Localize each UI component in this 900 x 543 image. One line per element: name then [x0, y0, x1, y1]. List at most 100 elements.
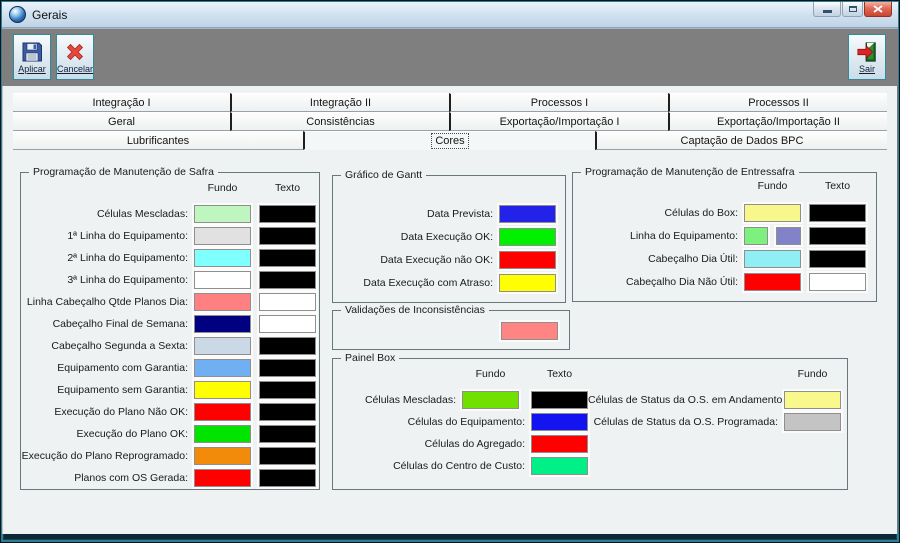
color-row: Cabeçalho Dia Não Útil:: [573, 270, 876, 293]
exit-button[interactable]: Sair: [848, 34, 886, 80]
texto-swatch[interactable]: [259, 381, 316, 399]
fundo-swatch[interactable]: [194, 227, 251, 245]
tab-processos-1[interactable]: Processos I: [449, 93, 668, 112]
cancel-button[interactable]: Cancelar: [56, 34, 94, 80]
color-row: 3ª Linha do Equipamento:: [21, 269, 319, 291]
texto-swatch[interactable]: [809, 203, 866, 222]
tab-geral[interactable]: Geral: [13, 112, 230, 131]
group-title: Validações de Inconsistências: [341, 304, 489, 317]
row-label: Execução do Plano Não OK:: [54, 406, 188, 418]
tab-processos-2[interactable]: Processos II: [668, 93, 887, 112]
texto-swatch[interactable]: [259, 447, 316, 465]
row-label: Execução do Plano OK:: [76, 428, 189, 440]
tab-lubrificantes[interactable]: Lubrificantes: [13, 131, 303, 150]
tab-label: Integração II: [309, 96, 372, 109]
cores-tab-content: Programação de Manutenção de Safra Fundo…: [3, 150, 897, 534]
row-label: Planos com OS Gerada:: [74, 472, 188, 484]
painel-left-rows: Células Mescladas: Células do Equipament…: [333, 389, 594, 477]
apply-button[interactable]: Aplicar: [13, 34, 51, 80]
fundo-swatch[interactable]: [531, 413, 588, 431]
fundo-swatch[interactable]: [194, 403, 251, 421]
fundo-swatch[interactable]: [194, 249, 251, 267]
fundo-swatch[interactable]: [501, 322, 558, 340]
row-label: Data Execução com Atraso:: [363, 276, 493, 289]
texto-swatch[interactable]: [809, 272, 866, 291]
exit-button-label: Sair: [858, 63, 875, 74]
texto-swatch[interactable]: [259, 315, 316, 333]
fundo-swatch[interactable]: [744, 203, 801, 222]
texto-swatch[interactable]: [259, 425, 316, 443]
fundo-header: Fundo: [207, 182, 238, 194]
color-row: Data Prevista:: [333, 202, 565, 225]
row-label: Equipamento com Garantia:: [57, 362, 188, 374]
texto-swatch[interactable]: [259, 359, 316, 377]
texto-swatch[interactable]: [259, 469, 316, 487]
fundo-swatch[interactable]: [194, 337, 251, 355]
fundo-swatch[interactable]: [194, 381, 251, 399]
color-row: Cabeçalho Segunda a Sexta:: [21, 335, 319, 357]
close-button[interactable]: [864, 2, 892, 17]
fundo-swatch[interactable]: [194, 271, 251, 289]
color-row: Planos com OS Gerada:: [21, 467, 319, 489]
fundo-swatch[interactable]: [499, 250, 556, 269]
texto-swatch[interactable]: [259, 403, 316, 421]
texto-swatch[interactable]: [809, 226, 866, 245]
texto-swatch[interactable]: [259, 249, 316, 267]
tab-strip: Integração I Integração II Processos I P…: [3, 86, 897, 150]
fundo-swatch[interactable]: [194, 293, 251, 311]
texto-swatch[interactable]: [259, 227, 316, 245]
fundo-swatch[interactable]: [194, 469, 251, 487]
fundo-swatch[interactable]: [784, 413, 841, 431]
color-row: Células do Equipamento:: [333, 411, 594, 433]
texto-swatch[interactable]: [531, 391, 588, 409]
fundo-swatch[interactable]: [744, 272, 801, 291]
fundo-swatch[interactable]: [462, 391, 519, 409]
minimize-button[interactable]: [813, 2, 841, 17]
painel-right: Fundo Células de Status da O.S. em Andam…: [588, 359, 841, 433]
row-label: Data Execução não OK:: [380, 253, 493, 266]
fundo-swatch[interactable]: [499, 204, 556, 223]
fundo-swatch[interactable]: [194, 359, 251, 377]
tab-captacao-dados-bpc[interactable]: Captação de Dados BPC: [595, 131, 887, 150]
fundo-swatch[interactable]: [531, 457, 588, 475]
texto-swatch[interactable]: [809, 249, 866, 268]
texto-swatch[interactable]: [259, 293, 316, 311]
color-row: 1ª Linha do Equipamento:: [21, 225, 319, 247]
column-headers: Fundo Texto: [333, 367, 594, 381]
color-row: [333, 319, 569, 343]
color-row: Células Mescladas:: [333, 389, 594, 411]
texto-swatch[interactable]: [259, 271, 316, 289]
color-row: Data Execução OK:: [333, 225, 565, 248]
tab-exportacao-importacao-1[interactable]: Exportação/Importação I: [449, 112, 668, 131]
fundo-swatch-2[interactable]: [776, 226, 801, 245]
tab-cores[interactable]: Cores: [303, 131, 595, 150]
fundo-swatch[interactable]: [499, 273, 556, 292]
floppy-disk-icon: [22, 42, 42, 61]
tab-integracao-1[interactable]: Integração I: [13, 93, 230, 112]
texto-swatch[interactable]: [259, 205, 316, 223]
fundo-swatch[interactable]: [744, 226, 768, 245]
safra-rows: Células Mescladas: 1ª Linha do Equipamen…: [21, 203, 319, 489]
fundo-swatch[interactable]: [499, 227, 556, 246]
tab-label: Consistências: [306, 115, 375, 128]
row-label: Células do Box:: [664, 206, 738, 219]
row-label: Cabeçalho Final de Semana:: [52, 318, 188, 330]
tab-integracao-2[interactable]: Integração II: [230, 93, 449, 112]
tab-exportacao-importacao-2[interactable]: Exportação/Importação II: [668, 112, 887, 131]
tab-consistencias[interactable]: Consistências: [230, 112, 449, 131]
fundo-swatch[interactable]: [744, 249, 801, 268]
row-label: Execução do Plano Reprogramado:: [21, 450, 188, 462]
fundo-swatch[interactable]: [531, 435, 588, 453]
color-row: Equipamento sem Garantia:: [21, 379, 319, 401]
fundo-swatch[interactable]: [194, 447, 251, 465]
texto-header: Texto: [824, 180, 851, 192]
window-controls: [813, 2, 892, 17]
fundo-swatch[interactable]: [194, 205, 251, 223]
fundo-swatch[interactable]: [194, 315, 251, 333]
maximize-icon: [848, 6, 857, 12]
texto-swatch[interactable]: [259, 337, 316, 355]
maximize-button[interactable]: [842, 2, 863, 17]
color-row: Células do Centro de Custo:: [333, 455, 594, 477]
fundo-swatch[interactable]: [194, 425, 251, 443]
fundo-swatch[interactable]: [784, 391, 841, 409]
